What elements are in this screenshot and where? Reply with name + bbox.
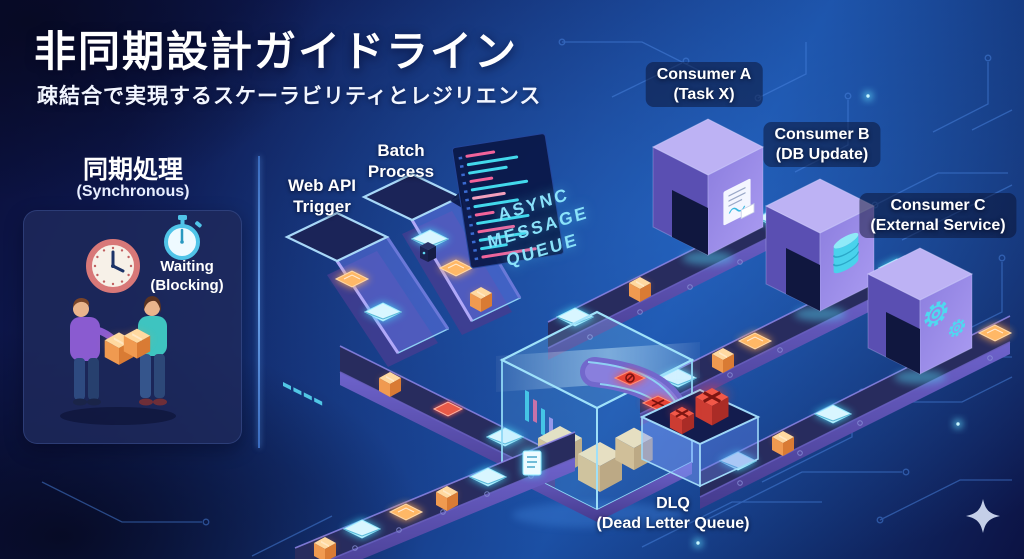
page-subtitle: 疎結合で実現するスケーラビリティとレジリエンス	[37, 85, 542, 108]
producer-label-web-api: Web API Trigger	[287, 176, 357, 216]
stopwatch-icon	[164, 215, 202, 260]
waiting-label: Waiting (Blocking)	[150, 258, 224, 294]
producer-label-batch: Batch Process	[367, 141, 435, 181]
consumer-c-gate	[866, 247, 974, 384]
people-exchanging-boxes	[60, 296, 176, 425]
clock-icon	[86, 239, 140, 293]
consumer-a-label: Consumer A (Task X)	[645, 62, 763, 108]
page-title: 非同期設計ガイドライン	[34, 28, 519, 75]
code-panel	[450, 133, 564, 269]
section-divider	[258, 156, 260, 448]
task-document-icon	[723, 178, 755, 226]
sparkle-icon	[966, 499, 1000, 533]
queue-rack-bars	[525, 390, 553, 438]
consumer-a-gate	[651, 118, 765, 265]
outgoing-belt	[294, 431, 576, 559]
database-icon	[832, 232, 860, 274]
document-icon	[522, 450, 542, 476]
batch-chute	[361, 172, 522, 335]
dlq-label: DLQ (Dead Letter Queue)	[596, 495, 750, 532]
dlq-bin	[639, 387, 761, 488]
sync-subheading: (Synchronous)	[76, 183, 190, 200]
consumer-b-label: Consumer B (DB Update)	[763, 122, 881, 168]
control-box-icon	[420, 242, 436, 262]
web-api-chute	[284, 211, 450, 367]
sync-heading: 同期処理	[82, 156, 184, 184]
consumer-c-label: Consumer C (External Service)	[859, 193, 1017, 239]
